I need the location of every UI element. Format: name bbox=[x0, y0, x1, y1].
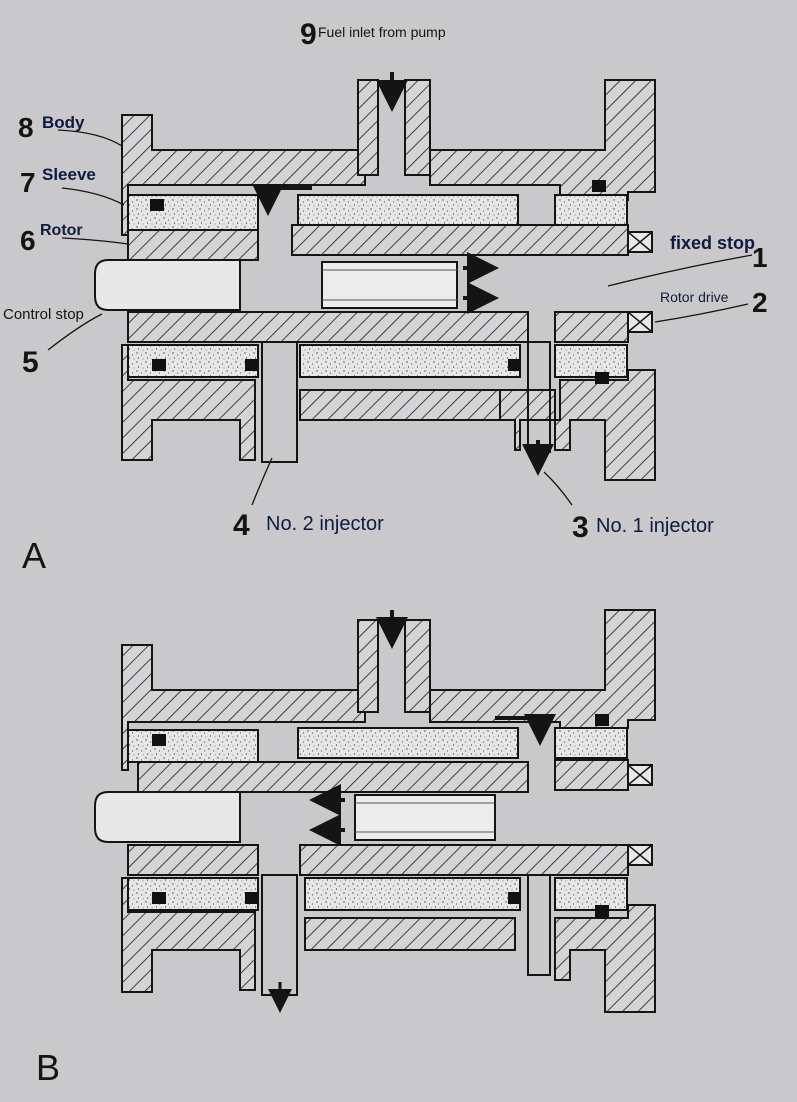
label-body: Body bbox=[42, 113, 85, 132]
label-num-no2-injector: 4 bbox=[233, 509, 250, 542]
rotor-lower-a bbox=[127, 311, 529, 343]
leader-control-stop bbox=[47, 313, 103, 351]
sleeve-upper-right-b bbox=[554, 727, 628, 759]
label-no1-injector: No. 1 injector bbox=[596, 515, 714, 537]
label-num-fixed-stop: 1 bbox=[752, 242, 768, 273]
label-fuel-inlet: Fuel inlet from pump bbox=[318, 24, 446, 40]
sleeve-lower-mid-b bbox=[304, 877, 521, 911]
panel-a-drawing bbox=[47, 72, 753, 506]
label-fixed-stop: fixed stop bbox=[670, 233, 755, 253]
body-lower-left-b bbox=[121, 877, 256, 993]
panel-b-drawing bbox=[94, 609, 656, 1013]
sleeve-upper-left-b bbox=[127, 729, 259, 763]
o-ring-b1 bbox=[152, 734, 166, 746]
valve-piston-a bbox=[321, 261, 458, 309]
sleeve-lower-left-a bbox=[127, 344, 259, 378]
body-right-top-b bbox=[429, 609, 656, 729]
sleeve-lower-left-b bbox=[127, 877, 259, 911]
body-lower-left-a bbox=[121, 344, 256, 461]
labels: 9 Fuel inlet from pump 8 Body 7 Sleeve 6… bbox=[3, 18, 768, 1088]
leader-no2 bbox=[251, 457, 273, 506]
rotor-upper-right-b bbox=[554, 759, 629, 791]
panel-label-a: A bbox=[22, 535, 46, 576]
leader-rotor bbox=[61, 237, 129, 245]
leader-no1 bbox=[543, 471, 573, 506]
o-ring-b2 bbox=[595, 714, 609, 726]
flow-arrow-curve-b bbox=[495, 714, 556, 746]
panel-label-b: B bbox=[36, 1047, 60, 1088]
sleeve-upper-right-a bbox=[554, 194, 628, 228]
label-rotor: Rotor bbox=[40, 222, 83, 239]
label-num-control-stop: 5 bbox=[22, 346, 39, 379]
o-ring-a2 bbox=[592, 180, 606, 192]
sleeve-upper-left-a bbox=[127, 194, 259, 231]
label-num-rotor-drive: 2 bbox=[752, 287, 768, 318]
label-num-sleeve: 7 bbox=[20, 167, 36, 198]
o-ring-b5 bbox=[508, 892, 520, 904]
no1-outlet-b bbox=[527, 874, 551, 976]
o-ring-a1 bbox=[150, 199, 164, 211]
body-left-flange-a bbox=[121, 114, 366, 236]
o-ring-a6 bbox=[595, 372, 609, 384]
leader-body bbox=[57, 129, 123, 147]
sleeve-lower-right-b bbox=[554, 877, 628, 911]
o-ring-b6 bbox=[595, 905, 609, 917]
o-ring-a4 bbox=[245, 359, 257, 371]
o-ring-a5 bbox=[508, 359, 520, 371]
sleeve-upper-mid-b bbox=[297, 727, 519, 759]
valve-piston-b bbox=[354, 794, 496, 841]
body-lower-mid-a bbox=[299, 389, 516, 421]
rotor-lower-left-b bbox=[127, 844, 259, 876]
rotor-shaft-b bbox=[94, 791, 241, 843]
body-lower-right-a bbox=[499, 369, 656, 481]
body-left-flange-b bbox=[121, 644, 366, 771]
leader-fixed-stop bbox=[607, 254, 753, 287]
label-no2-injector: No. 2 injector bbox=[266, 513, 384, 535]
label-rotor-drive: Rotor drive bbox=[660, 289, 729, 305]
rotor-upper-b bbox=[137, 761, 529, 793]
body-lower-mid-b bbox=[304, 917, 516, 951]
leader-sleeve bbox=[61, 187, 125, 206]
o-ring-a3 bbox=[152, 359, 166, 371]
label-num-body: 8 bbox=[18, 112, 34, 143]
sleeve-lower-right-a bbox=[554, 344, 628, 378]
leader-rotor-drive bbox=[654, 303, 749, 323]
body-right-top-a bbox=[429, 79, 656, 201]
rotor-lower-right-b bbox=[299, 844, 629, 876]
label-control-stop: Control stop bbox=[3, 306, 84, 323]
o-ring-b4 bbox=[245, 892, 257, 904]
body-lower-right-b bbox=[554, 904, 656, 1013]
no2-outlet-a bbox=[261, 341, 298, 463]
o-ring-b3 bbox=[152, 892, 166, 904]
rotor-lower-right-a bbox=[554, 311, 629, 343]
label-sleeve: Sleeve bbox=[42, 165, 96, 184]
label-num-rotor: 6 bbox=[20, 225, 36, 256]
rotor-upper-right-a bbox=[291, 224, 629, 256]
no2-outlet-b bbox=[261, 874, 298, 996]
rotor-shaft-a bbox=[94, 259, 241, 311]
sleeve-lower-mid-a bbox=[299, 344, 521, 378]
label-num-no1-injector: 3 bbox=[572, 511, 589, 544]
rotor-upper-a bbox=[127, 229, 259, 261]
flow-arrow-curve-a bbox=[252, 184, 312, 216]
label-num-fuel-inlet: 9 bbox=[300, 18, 317, 51]
sleeve-upper-mid-a bbox=[297, 194, 519, 226]
